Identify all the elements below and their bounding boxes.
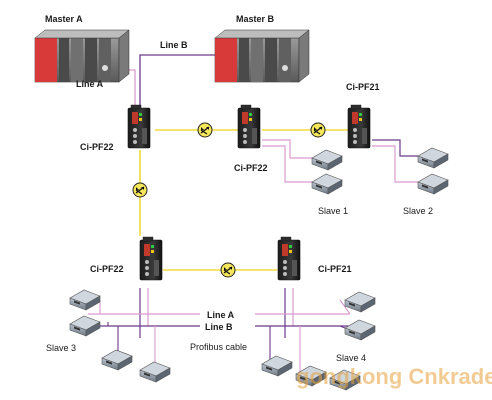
slave-device-icon: [101, 349, 133, 371]
label-slave-4: Slave 4: [336, 353, 366, 363]
slave-device-icon: [69, 289, 101, 311]
watermark: gongkong Cnkrades .Com: [296, 364, 492, 389]
label-slave-3: Slave 3: [46, 343, 76, 353]
fiber-link-icon: [310, 122, 326, 138]
node-top-right: [347, 104, 371, 149]
label-node-bottom-right: Ci-PF21: [318, 264, 352, 274]
slave-device-icon: [311, 173, 343, 195]
slave1-link-b: [262, 145, 312, 183]
slave1-link-a: [262, 139, 312, 159]
node-bottom-right: [277, 236, 301, 281]
slave-device-icon: [311, 149, 343, 171]
label-profibus-cable: Profibus cable: [190, 342, 247, 352]
slave-device-icon: [417, 147, 449, 169]
node-top-mid: [237, 104, 261, 149]
label-line-a-top: Line A: [76, 79, 104, 89]
label-line-b-top: Line B: [160, 40, 188, 50]
label-node-bottom-left: Ci-PF22: [90, 264, 124, 274]
fiber-link-icon: [132, 182, 148, 198]
master-a-plc: [34, 29, 130, 83]
slave-device-icon: [417, 173, 449, 195]
fiber-link-icon: [197, 122, 213, 138]
master-b-plc: [214, 29, 310, 83]
slave2-link-a: [372, 139, 418, 157]
label-bus-line-a: Line A: [207, 310, 235, 320]
line-b-master-link: [139, 54, 230, 108]
slave-device-icon: [344, 319, 376, 341]
label-node-top-right: Ci-PF21: [346, 82, 380, 92]
node-bottom-left: [139, 236, 163, 281]
label-master-a: Master A: [45, 14, 83, 24]
label-slave-2: Slave 2: [403, 206, 433, 216]
label-bus-line-b: Line B: [205, 322, 233, 332]
label-master-b: Master B: [236, 14, 275, 24]
slave-device-icon: [261, 355, 293, 377]
label-node-top-mid: Ci-PF22: [234, 163, 268, 173]
slave-device-icon: [139, 361, 171, 383]
node-top-left: [127, 104, 151, 149]
fiber-link-icon: [220, 262, 236, 278]
label-node-top-left: Ci-PF22: [80, 142, 114, 152]
slave-device-icon: [344, 291, 376, 313]
slave-device-icon: [69, 315, 101, 337]
label-slave-1: Slave 1: [318, 206, 348, 216]
slave2-link-b: [372, 145, 418, 183]
